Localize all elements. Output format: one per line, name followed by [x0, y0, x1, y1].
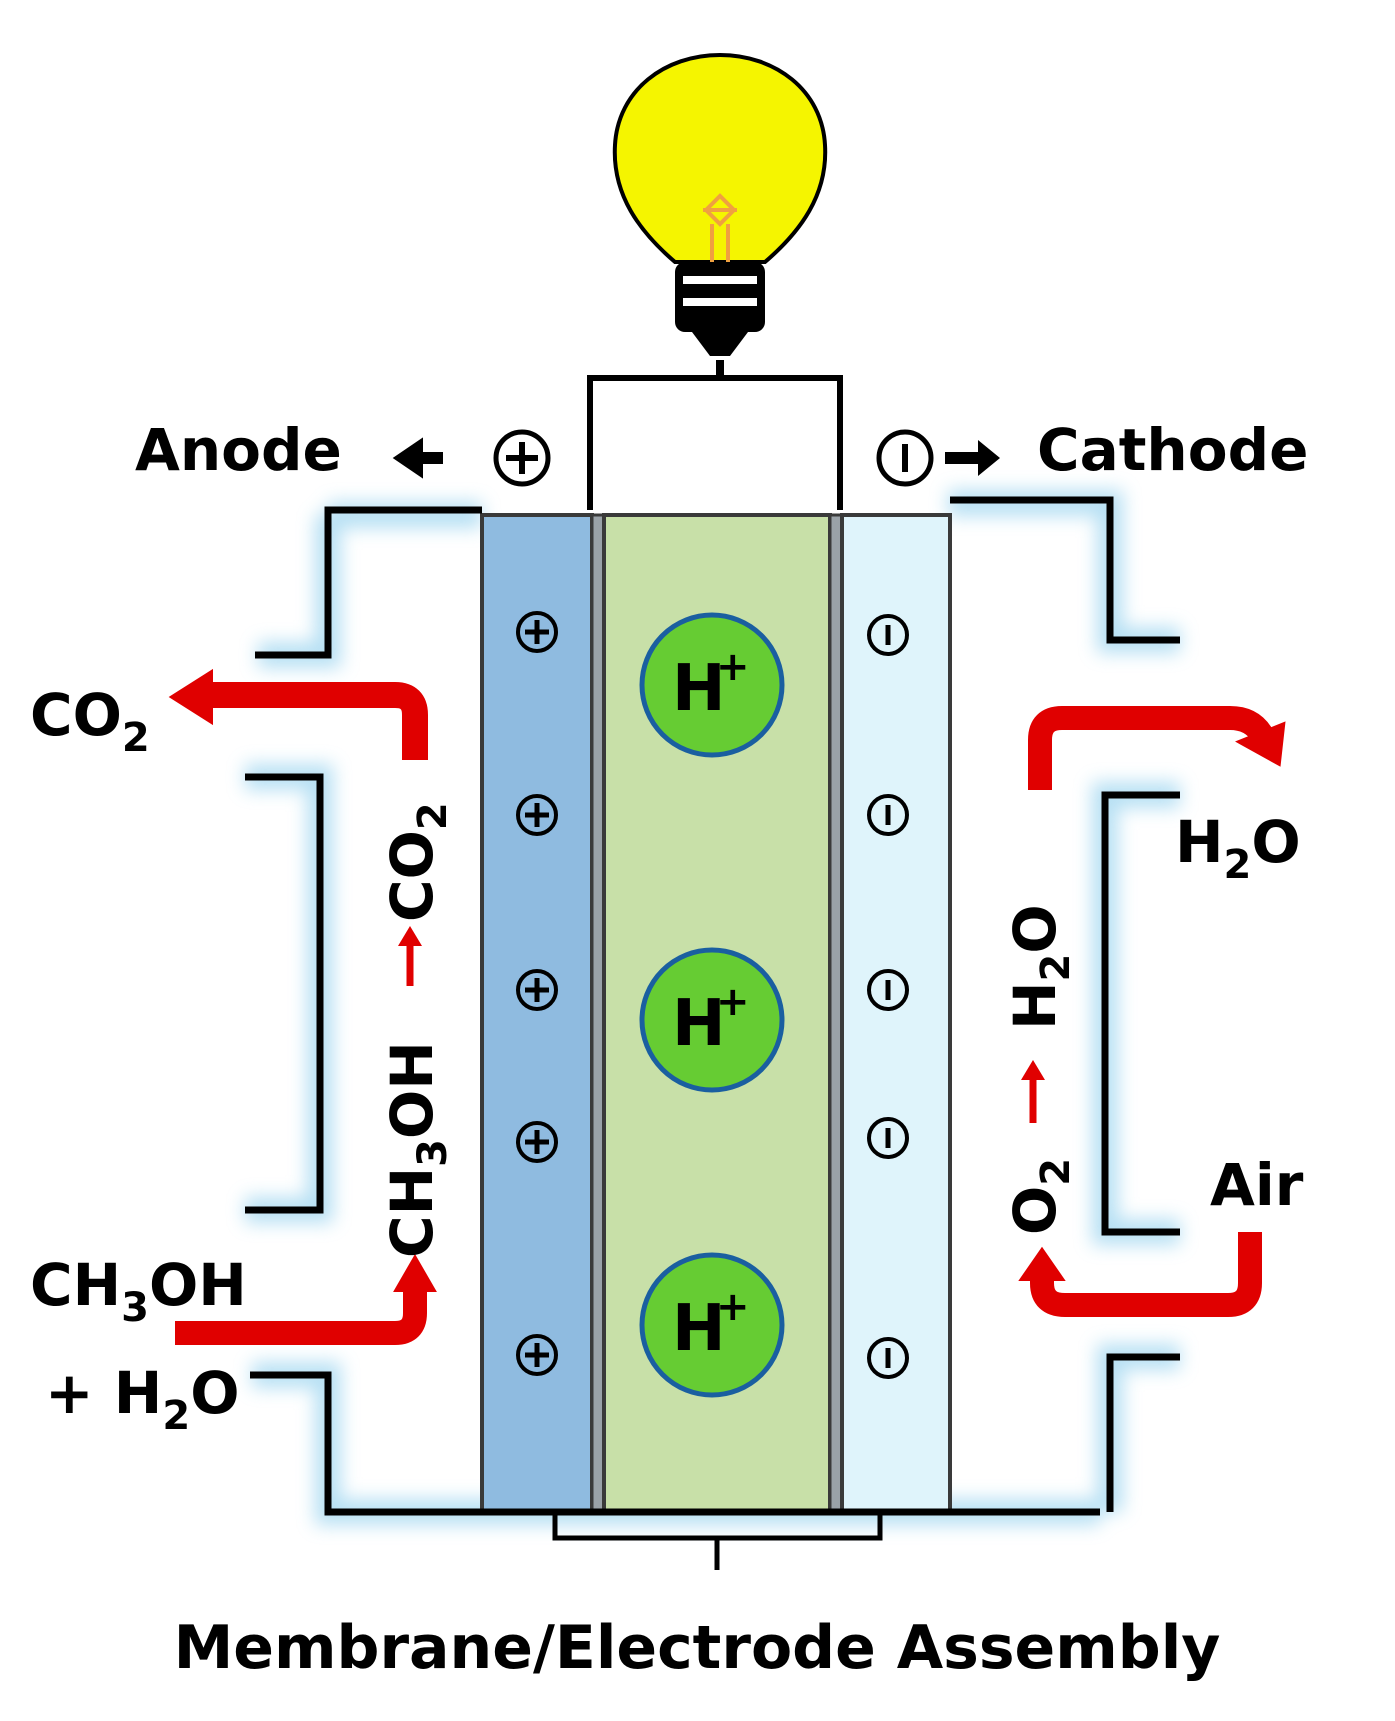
- reactant-text: CH: [378, 1167, 446, 1258]
- anode-label: Anode: [135, 416, 342, 484]
- minus-circle-icon: [867, 1337, 909, 1379]
- air-feed-arrowhead: [1018, 1246, 1066, 1281]
- reactant-tail: OH: [378, 1041, 446, 1139]
- water-output-label: H2O: [1175, 808, 1301, 888]
- proton-charge: +: [716, 979, 750, 1025]
- proton-charge: +: [716, 1284, 750, 1330]
- minus-circle-icon: [867, 794, 909, 836]
- minus-circle-icon: [867, 1117, 909, 1159]
- fuel-feed-line2: + H2O: [45, 1359, 240, 1439]
- proton-charge: +: [716, 644, 750, 690]
- cathode-charges: [867, 614, 909, 1379]
- external-circuit-wire: [587, 375, 843, 510]
- fuel-feed-arrow: [175, 1285, 427, 1345]
- anode-reaction: CH3OH CO2: [378, 802, 456, 1258]
- assembly-caption: Membrane/Electrode Assembly: [174, 1613, 1221, 1683]
- proton-1: H +: [639, 612, 785, 758]
- plus-circle-icon: [493, 429, 551, 487]
- minus-circle-icon: [876, 429, 934, 487]
- fuel-feed-arrowhead: [393, 1253, 437, 1292]
- plus-circle-icon: [516, 611, 558, 653]
- proton-2: H +: [639, 947, 785, 1093]
- water-exit-arrowhead: [1235, 721, 1286, 767]
- reactant-text: O: [1001, 1186, 1069, 1235]
- proton-label: H: [672, 652, 726, 726]
- svg-text:O2: O2: [1001, 1158, 1079, 1235]
- product-subscript: 2: [410, 802, 456, 830]
- assembly-bracket: [552, 1512, 883, 1570]
- arrow-right-icon: [945, 440, 1000, 476]
- cathode-reaction: O2 H2O: [1001, 904, 1079, 1235]
- plus-circle-icon: [516, 969, 558, 1011]
- proton-label: H: [672, 1292, 726, 1366]
- fuel-feed-line1: CH3OH: [30, 1251, 247, 1331]
- plus-circle-icon: [516, 1334, 558, 1376]
- proton-3: H +: [639, 1252, 785, 1398]
- anode-charges: [516, 611, 558, 1376]
- cathode-label: Cathode: [1037, 416, 1308, 484]
- arrow-left-icon: [392, 437, 443, 479]
- product-subscript: 2: [1033, 954, 1079, 982]
- reactant-subscript: 3: [410, 1139, 456, 1167]
- reactant-subscript: 2: [1033, 1158, 1079, 1186]
- svg-text:H2O: H2O: [1001, 904, 1079, 1030]
- water-exit-arrow: [1028, 706, 1273, 790]
- co2-output-label: CO2: [30, 681, 150, 761]
- air-feed-arrow: [1030, 1232, 1262, 1317]
- co2-exit-arrowhead: [168, 668, 213, 726]
- cell-housing: [245, 496, 1180, 1516]
- minus-circle-icon: [867, 614, 909, 656]
- plus-circle-icon: [516, 794, 558, 836]
- proton-label: H: [672, 987, 726, 1061]
- product-text: CO: [378, 830, 446, 922]
- plus-circle-icon: [516, 1121, 558, 1163]
- light-bulb-icon: [612, 52, 828, 356]
- cathode-electrode: [840, 513, 952, 1514]
- svg-text:CH3OH: CH3OH: [378, 1041, 456, 1258]
- product-text: H: [1001, 981, 1069, 1030]
- product-tail: O: [1001, 904, 1069, 953]
- minus-circle-icon: [867, 969, 909, 1011]
- air-input-label: Air: [1210, 1151, 1304, 1219]
- co2-exit-arrow: [200, 682, 428, 760]
- svg-text:CO2: CO2: [378, 802, 456, 922]
